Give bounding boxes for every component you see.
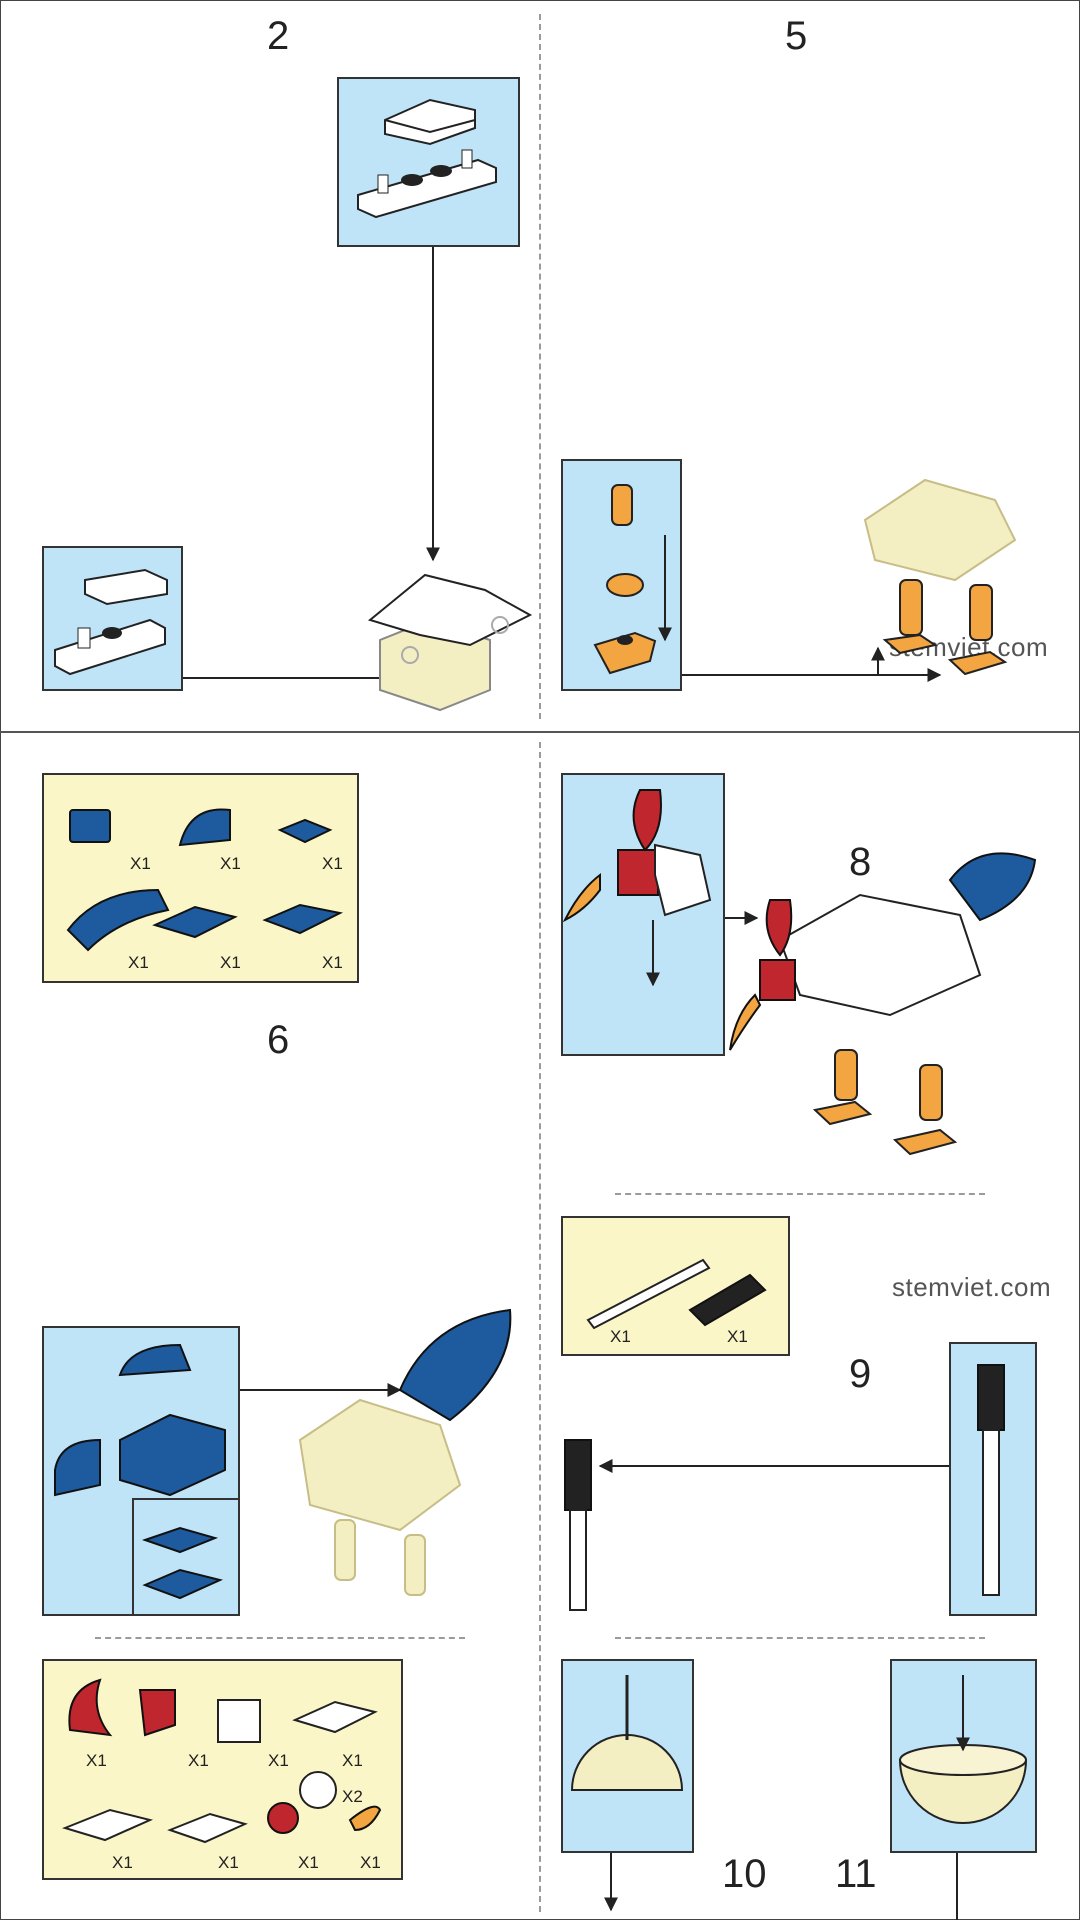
step6-callout-icons [54, 1343, 226, 1600]
step10-qty-2: X1 [188, 1751, 209, 1770]
step9-parts-icons [586, 1258, 767, 1330]
step-number-9: 9 [849, 1352, 872, 1396]
column-divider-top [539, 14, 541, 719]
step2-assembly-icon [367, 573, 533, 712]
step6-qty-1: X1 [130, 854, 151, 873]
step10-sphere-icon [570, 1675, 684, 1791]
step10-qty-7: X1 [218, 1853, 239, 1872]
step-number-8: 8 [849, 840, 872, 884]
step10-qty-6: X1 [112, 1853, 133, 1872]
step-number-5: 5 [785, 14, 808, 58]
step2-left-part-icon [54, 568, 168, 676]
step-number-6: 6 [267, 1018, 290, 1062]
step11-sphere-icon [898, 1675, 1028, 1824]
step10-qty-5: X2 [342, 1787, 363, 1806]
step6-qty-6: X1 [322, 953, 343, 972]
step5-leg-parts-icon [593, 484, 657, 675]
step2-slope-brick-icon [384, 98, 476, 146]
step10-parts-panel [42, 1659, 403, 1880]
step-number-2: 2 [267, 14, 290, 58]
step6-assembly-icon [298, 1308, 512, 1596]
step8-head-icon [562, 789, 712, 923]
step10-qty-1: X1 [86, 1751, 107, 1770]
step10-qty-3: X1 [268, 1751, 289, 1770]
step2-plate-icon [357, 149, 497, 219]
step6-qty-4: X1 [128, 953, 149, 972]
step9-result-icon [564, 1439, 592, 1611]
step-divider-8-9 [615, 1193, 985, 1195]
step6-parts-panel [42, 773, 359, 983]
section-divider [0, 731, 1080, 733]
step9-qty-1: X1 [610, 1327, 631, 1346]
step-number-11: 11 [835, 1852, 877, 1896]
step8-rooster-icon [729, 852, 1037, 1156]
step-divider-6-10 [95, 1637, 465, 1639]
column-divider-bottom [539, 742, 541, 1912]
step10-qty-8: X1 [298, 1853, 319, 1872]
step6-qty-5: X1 [220, 953, 241, 972]
step10-parts-icons [61, 1678, 382, 1844]
watermark-middle: stemviet.com [892, 1272, 1052, 1302]
step-divider-9-11 [615, 1637, 985, 1639]
step6-qty-2: X1 [220, 854, 241, 873]
step10-qty-4: X1 [342, 1751, 363, 1770]
step5-assembly-icon [863, 478, 1017, 676]
step10-qty-9: X1 [360, 1853, 381, 1872]
step9-qty-2: X1 [727, 1327, 748, 1346]
step6-parts-icons [66, 808, 344, 952]
step9-axle-assembly-icon [977, 1364, 1005, 1596]
step-number-10: 10 [722, 1852, 767, 1896]
step6-qty-3: X1 [322, 854, 343, 873]
